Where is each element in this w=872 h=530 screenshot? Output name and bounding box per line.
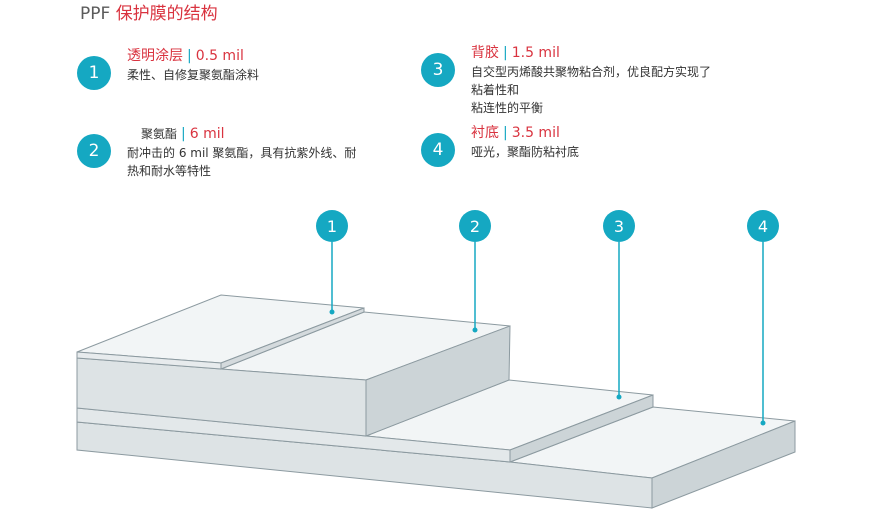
layer-shape-liner	[76, 406, 796, 509]
diagram-marker-4-label: 4	[758, 217, 768, 236]
numbered-circle-icon	[316, 210, 348, 242]
liner-right-face	[651, 420, 796, 509]
diagram-marker-2-label: 2	[470, 217, 480, 236]
title-en: PPF	[80, 4, 111, 24]
diagram-marker-3: 3	[603, 210, 635, 242]
numbered-circle-icon	[747, 210, 779, 242]
diagram-marker-1-label: 1	[327, 217, 337, 236]
heading-separator: |	[503, 45, 508, 61]
layer-name-4: 衬底	[471, 125, 499, 141]
layer-shape-clear-coat	[76, 294, 365, 370]
leader-dot-4	[760, 420, 766, 426]
diagram-marker-4: 4	[747, 210, 779, 242]
layer-shape-polyurethane	[76, 311, 511, 437]
layer-desc-4-line-1: 哑光，聚酯防粘衬底	[471, 145, 580, 159]
layer-name-1: 透明涂层	[127, 48, 183, 64]
layer-badge-2: 2	[77, 134, 111, 168]
layer-desc-2-line-1: 耐冲击的 6 mil 聚氨酯，具有抗紫外线、耐	[127, 146, 357, 160]
heading-separator: |	[503, 125, 508, 141]
layer-shape-adhesive	[76, 379, 654, 463]
layer-heading-1: 透明涂层|0.5 mil	[127, 47, 244, 65]
layer-thickness-2: 6 mil	[189, 126, 225, 142]
layer-badge-1: 1	[77, 56, 111, 90]
diagram-marker-3-label: 3	[614, 217, 624, 236]
heading-separator: |	[187, 48, 192, 64]
layer-desc-2: 耐冲击的 6 mil 聚氨酯，具有抗紫外线、耐 热和耐水等特性	[127, 144, 356, 180]
layer-desc-4: 哑光，聚酯防粘衬底	[471, 143, 579, 161]
layer-name-2: 聚氨酯	[141, 127, 178, 141]
leader-dot-1	[329, 309, 335, 315]
layer-thickness-4: 3.5 mil	[511, 125, 560, 141]
layer-heading-2: 聚氨酯|6 mil	[141, 125, 225, 143]
title-cn: 保护膜的结构	[115, 4, 218, 24]
layer-desc-3: 自交型丙烯酸共聚物粘合剂，优良配方实现了粘着性和 粘连性的平衡	[471, 63, 721, 117]
numbered-circle-icon	[603, 210, 635, 242]
layer-badge-4: 4	[421, 133, 455, 167]
layer-desc-1-line-1: 柔性、自修复聚氨酯涂料	[127, 68, 260, 82]
numbered-circle-icon	[459, 210, 491, 242]
layer-desc-1: 柔性、自修复聚氨酯涂料	[127, 66, 259, 84]
layer-desc-3-line-2: 粘连性的平衡	[471, 101, 544, 115]
layer-thickness-3: 1.5 mil	[511, 45, 560, 61]
layer-name-3: 背胶	[471, 45, 499, 61]
heading-separator: |	[181, 126, 186, 142]
layer-desc-3-line-1: 自交型丙烯酸共聚物粘合剂，优良配方实现了粘着性和	[471, 65, 712, 97]
adhesive-right-face	[509, 394, 654, 463]
diagram-marker-1: 1	[316, 210, 348, 242]
clear-coat-right-face	[220, 307, 365, 370]
layer-heading-3: 背胶|1.5 mil	[471, 44, 560, 62]
leader-dot-2	[472, 327, 478, 333]
layer-badge-3: 3	[421, 53, 455, 87]
diagram-marker-2: 2	[459, 210, 491, 242]
leader-dot-3	[616, 394, 622, 400]
polyurethane-right-face	[365, 325, 511, 437]
page-title: PPF 保护膜的结构	[80, 4, 218, 24]
layer-thickness-1: 0.5 mil	[195, 48, 244, 64]
layer-desc-2-line-2: 热和耐水等特性	[127, 164, 212, 178]
layer-heading-4: 衬底|3.5 mil	[471, 124, 560, 142]
